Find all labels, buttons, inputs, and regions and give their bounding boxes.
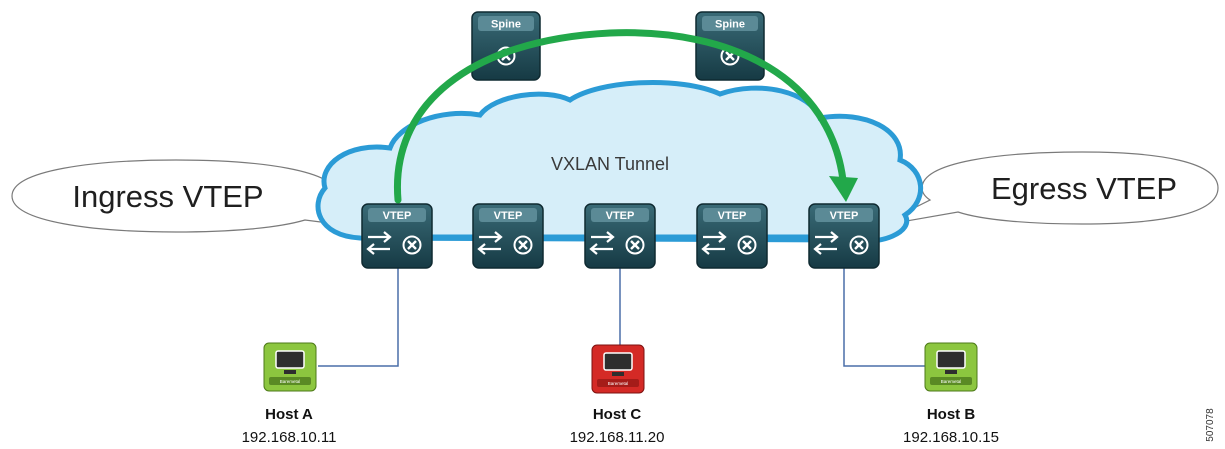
egress-vtep-label: Egress VTEP [991,171,1177,206]
host-a-icon[interactable]: Baremetal [263,342,317,392]
vtep-switch-2[interactable]: VTEP [472,203,544,269]
vtep-switch-3[interactable]: VTEP [584,203,656,269]
egress-callout: Egress VTEP [877,151,1219,227]
vtep-switch-4[interactable]: VTEP [696,203,768,269]
host-tag: Baremetal [280,379,301,384]
host-b-icon[interactable]: Baremetal [924,342,978,392]
spine-switch-1[interactable]: Spine [471,11,541,81]
tunnel-path-arrow [393,29,858,204]
figure-id: 507078 [1205,408,1216,442]
vtep-label: VTEP [830,210,859,222]
vtep-label: VTEP [718,210,747,222]
ingress-callout: Ingress VTEP [11,159,369,233]
host-tag: Baremetal [608,381,629,386]
host-a-name: Host A [265,406,313,423]
host-a-ip: 192.168.10.11 [242,429,337,446]
vxlan-cloud: VXLAN Tunnel [315,80,923,244]
vtep-label: VTEP [606,210,635,222]
host-c-name: Host C [593,406,642,423]
ingress-vtep-label: Ingress VTEP [72,179,263,214]
link-host-b [843,268,925,367]
spine-label: Spine [491,19,521,31]
vtep-switch-1[interactable]: VTEP [361,203,433,269]
host-tag: Baremetal [941,379,962,384]
vtep-label: VTEP [383,210,412,222]
spine-label: Spine [715,19,745,31]
host-c-ip: 192.168.11.20 [570,429,665,446]
host-c-icon[interactable]: Baremetal [591,344,645,394]
vtep-label: VTEP [494,210,523,222]
vtep-switch-5[interactable]: VTEP [808,203,880,269]
host-b-ip: 192.168.10.15 [903,429,999,446]
link-host-a [318,268,399,367]
host-links [318,268,925,367]
host-b-name: Host B [927,406,976,423]
vxlan-tunnel-label: VXLAN Tunnel [551,154,669,174]
